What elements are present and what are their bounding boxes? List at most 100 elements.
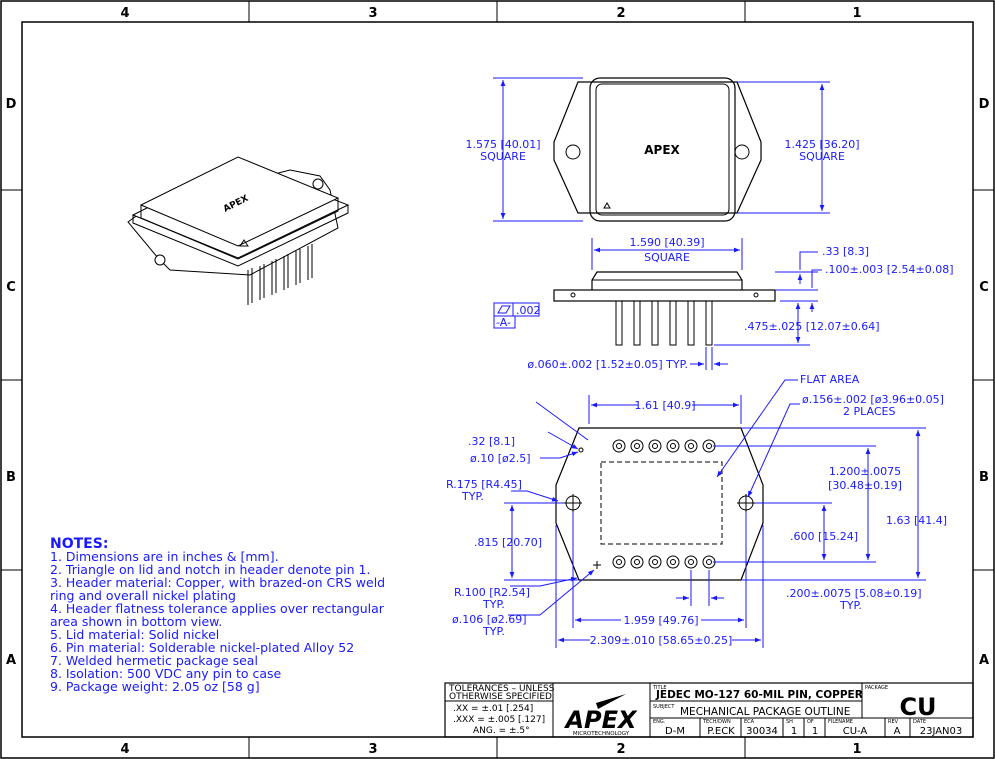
zone-row-c-right: C [979, 280, 989, 295]
tech-value: P.ECK [707, 726, 735, 737]
dim-bg-1959 [621, 614, 701, 626]
eca-label: ECA [744, 719, 755, 725]
dim-side-width: 1.590 [40.39] [629, 236, 704, 249]
zone-row-a-right: A [979, 653, 989, 668]
note-3: 3. Header material: Copper, with brazed-… [50, 575, 385, 590]
dim-bottom-width: 1.61 [40.9] [634, 399, 695, 412]
note-5: 5. Lid material: Solid nickel [50, 627, 219, 642]
apex-logo: APEX MICROTECHNOLOGY [563, 694, 638, 737]
dim-pitch: .200±.0075 [5.08±0.19] [786, 587, 921, 600]
dim-bg-2309 [590, 634, 732, 646]
drawing-subject: MECHANICAL PACKAGE OUTLINE [680, 706, 850, 718]
dim-dot-010: ø.10 [ø2.5] [470, 452, 531, 465]
rev-label: REV [888, 719, 899, 725]
sheet-label: SH [786, 719, 793, 725]
datum-label: -A- [496, 316, 511, 329]
file-label: FILENAME [828, 719, 853, 725]
note-1: 1. Dimensions are in inches & [mm]. [50, 549, 279, 564]
tol-line-1: TOLERANCES – UNLESS [448, 684, 555, 694]
note-4b: area shown in bottom view. [50, 614, 222, 629]
flat-area-label: FLAT AREA [800, 373, 860, 386]
dim-1959: 1.959 [49.76] [623, 614, 698, 627]
apex-logo-sub: MICROTECHNOLOGY [573, 731, 630, 737]
note-4: 4. Header flatness tolerance applies ove… [50, 601, 385, 616]
dim-bg-161 [638, 399, 692, 411]
note-8: 8. Isolation: 500 VDC any pin to case [50, 666, 282, 681]
zone-col-1-bottom: 1 [852, 742, 861, 757]
eca-value: 30034 [746, 726, 778, 737]
apex-logo-text: APEX [563, 706, 638, 734]
zone-col-1: 1 [852, 6, 861, 21]
dim-d106-typ: TYP. [482, 625, 505, 638]
dim-r100-typ: TYP. [482, 598, 505, 611]
zone-row-b-right: B [979, 470, 989, 485]
dim-r175-typ: TYP. [461, 490, 484, 503]
tol-ang: ANG. = ±.5° [473, 726, 530, 736]
note-7: 7. Welded hermetic package seal [50, 653, 258, 668]
dim-r100: R.100 [R2.54] [454, 586, 530, 599]
dim-side-height: .33 [8.3] [822, 245, 869, 258]
zone-labels: 4 3 2 1 4 3 2 1 D C B A D C B A [6, 6, 990, 757]
top-lid-logo: APEX [644, 143, 680, 157]
dim-600: .600 [15.24] [790, 530, 858, 543]
notes-block: NOTES: 1. Dimensions are in inches & [mm… [50, 536, 385, 694]
flatness-value: .002 [516, 304, 541, 317]
zone-col-2: 2 [616, 6, 625, 21]
dim-pin-diameter: ø.060±.002 [1.52±0.05] TYP. [527, 358, 688, 371]
subject-label: SUBJECT [653, 704, 675, 710]
dim-side-width-square: SQUARE [644, 251, 690, 264]
dim-pin-row-space-mm: [30.48±0.19] [828, 479, 902, 492]
bottom-view [504, 379, 926, 648]
dim-top-height-square: SQUARE [480, 150, 526, 163]
title-block [444, 682, 974, 738]
notes-title: NOTES: [50, 536, 108, 552]
zone-col-3: 3 [368, 6, 377, 21]
isometric-view [127, 156, 350, 305]
zone-row-d-right: D [979, 97, 990, 112]
sheet-value: 1 [791, 726, 797, 737]
eng-value: D-M [665, 726, 685, 737]
tol-xx: .XX = ±.01 [.254] [453, 704, 533, 714]
zone-row-d: D [6, 97, 17, 112]
dim-d106: ø.106 [ø2.69] [452, 613, 527, 626]
date-label: DATE [913, 719, 926, 725]
of-label: OF [807, 719, 814, 725]
zone-col-4: 4 [120, 6, 129, 21]
dim-2309: 2.309±.010 [58.65±0.25] [590, 634, 732, 647]
dim-hole-places: 2 PLACES [843, 405, 895, 418]
zone-col-4-bottom: 4 [120, 742, 129, 757]
title-label: TITLE [652, 685, 667, 691]
top-view [493, 77, 830, 222]
dim-top-height: 1.575 [40.01] [465, 138, 540, 151]
dim-pin-row-space: 1.200±.0075 [829, 465, 901, 478]
dim-total-height: 1.63 [41.4] [886, 514, 947, 527]
note-2: 2. Triangle on lid and notch in header d… [50, 562, 370, 577]
note-6: 6. Pin material: Solderable nickel-plate… [50, 640, 354, 655]
of-value: 1 [812, 726, 818, 737]
note-9: 9. Package weight: 2.05 oz [58 g] [50, 679, 260, 694]
dim-corner-032: .32 [8.1] [468, 435, 515, 448]
dim-pitch-typ: TYP. [839, 599, 862, 612]
dim-815: .815 [20.70] [474, 536, 542, 549]
dim-hole-diameter: ø.156±.002 [ø3.96±0.05] [802, 393, 944, 406]
zone-col-2-bottom: 2 [616, 742, 625, 757]
package-code: CU [899, 693, 936, 721]
eng-label: ENG. [653, 719, 666, 725]
tol-xxx: .XXX = ±.005 [.127] [453, 715, 545, 725]
tech-label: TECH/DWN [702, 719, 731, 725]
date-value: 23JAN03 [920, 726, 963, 737]
dim-lid-height: 1.425 [36.20] [784, 138, 859, 151]
file-value: CU-A [843, 726, 868, 737]
zone-col-3-bottom: 3 [368, 742, 377, 757]
rev-value: A [894, 726, 901, 737]
dim-flange-thickness: .100±.003 [2.54±0.08] [825, 263, 953, 276]
zone-row-a: A [6, 653, 16, 668]
package-label: PACKAGE [865, 685, 888, 691]
drawing-title: JEDEC MO-127 60-MIL PIN, COPPER [655, 689, 863, 701]
zone-row-b: B [6, 470, 16, 485]
side-view [493, 238, 822, 370]
note-3b: ring and overall nickel plating [50, 588, 236, 603]
dim-pin-length: .475±.025 [12.07±0.64] [744, 320, 879, 333]
dim-lid-height-square: SQUARE [799, 150, 845, 163]
